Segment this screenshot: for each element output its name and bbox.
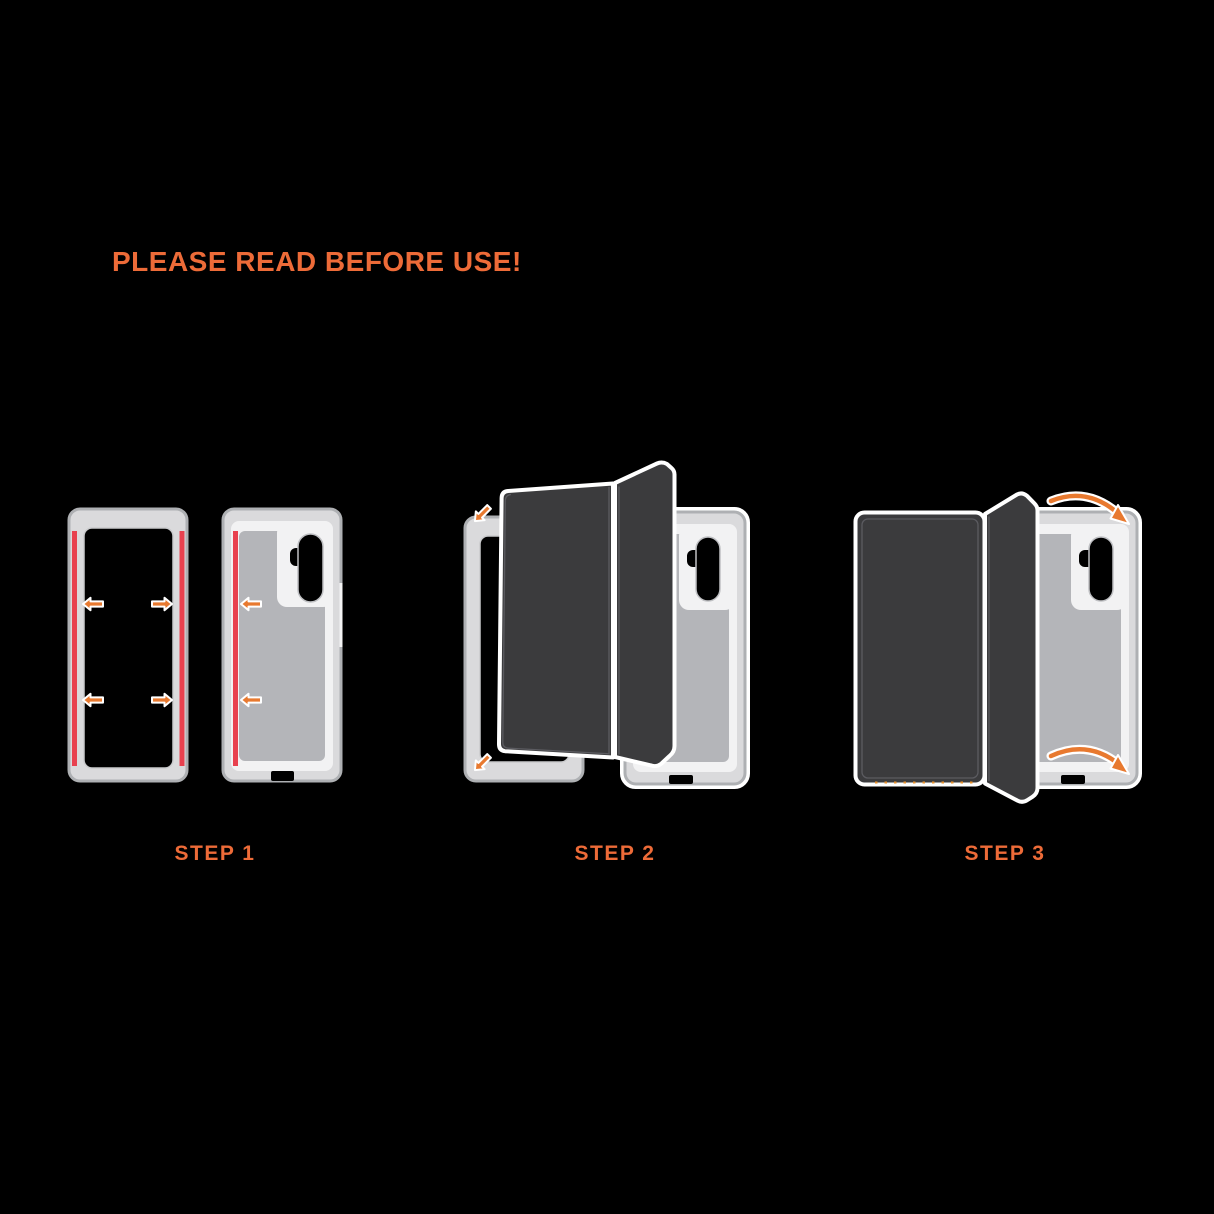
flip-cover bbox=[497, 460, 677, 769]
camera-cutout bbox=[297, 533, 324, 603]
back-case-piece bbox=[1012, 507, 1142, 789]
step-3-label: STEP 3 bbox=[964, 842, 1046, 865]
peel-arrow-icon bbox=[82, 692, 104, 708]
bottom-notch bbox=[271, 771, 294, 781]
insert-arrow-icon bbox=[473, 504, 492, 523]
adhesive-strip-right bbox=[179, 531, 185, 766]
fold-arrow-icon bbox=[1048, 493, 1123, 518]
peel-arrow-icon bbox=[151, 596, 173, 612]
peel-arrow-icon bbox=[240, 596, 262, 612]
step-2-label: STEP 2 bbox=[574, 842, 656, 865]
step-1-illustration bbox=[67, 507, 343, 783]
cover-front-panel-edge bbox=[502, 487, 610, 755]
fold-arrow-top bbox=[1046, 491, 1130, 525]
adhesive-strip-left bbox=[72, 531, 77, 766]
step-2-figure: STEP 2 bbox=[455, 450, 775, 880]
step-1-label: STEP 1 bbox=[174, 842, 256, 865]
fold-arrowhead-icon bbox=[1109, 754, 1130, 775]
peel-arrow-icon bbox=[240, 692, 262, 708]
cover-front-panel-edge bbox=[861, 518, 979, 779]
bottom-notch bbox=[669, 775, 693, 784]
step-3-figure: STEP 3 bbox=[845, 450, 1165, 880]
front-frame-window bbox=[83, 527, 174, 769]
cover-back-panel bbox=[613, 460, 677, 769]
peel-arrow-icon bbox=[82, 596, 104, 612]
back-case-piece bbox=[221, 507, 343, 783]
step-1-figure: STEP 1 bbox=[55, 490, 375, 880]
adhesive-strip-back bbox=[233, 531, 238, 766]
cover-front-panel bbox=[853, 510, 987, 787]
flip-cover bbox=[853, 491, 1040, 804]
fold-arrowhead-icon bbox=[1109, 504, 1130, 525]
hinge-edge bbox=[339, 583, 343, 647]
peel-arrow-icon bbox=[151, 692, 173, 708]
camera-cutout bbox=[695, 536, 721, 602]
cover-front-panel bbox=[497, 481, 615, 760]
cover-back-panel bbox=[983, 491, 1040, 804]
camera-cutout bbox=[1088, 536, 1114, 602]
front-frame-piece bbox=[67, 507, 189, 783]
step-2-illustration bbox=[463, 460, 750, 789]
fold-arrow-bottom bbox=[1046, 744, 1130, 775]
insert-arrow-icon bbox=[473, 753, 492, 772]
step-3-illustration bbox=[853, 491, 1142, 804]
page-title: PLEASE READ BEFORE USE! bbox=[112, 246, 522, 277]
bottom-notch bbox=[1061, 775, 1085, 784]
